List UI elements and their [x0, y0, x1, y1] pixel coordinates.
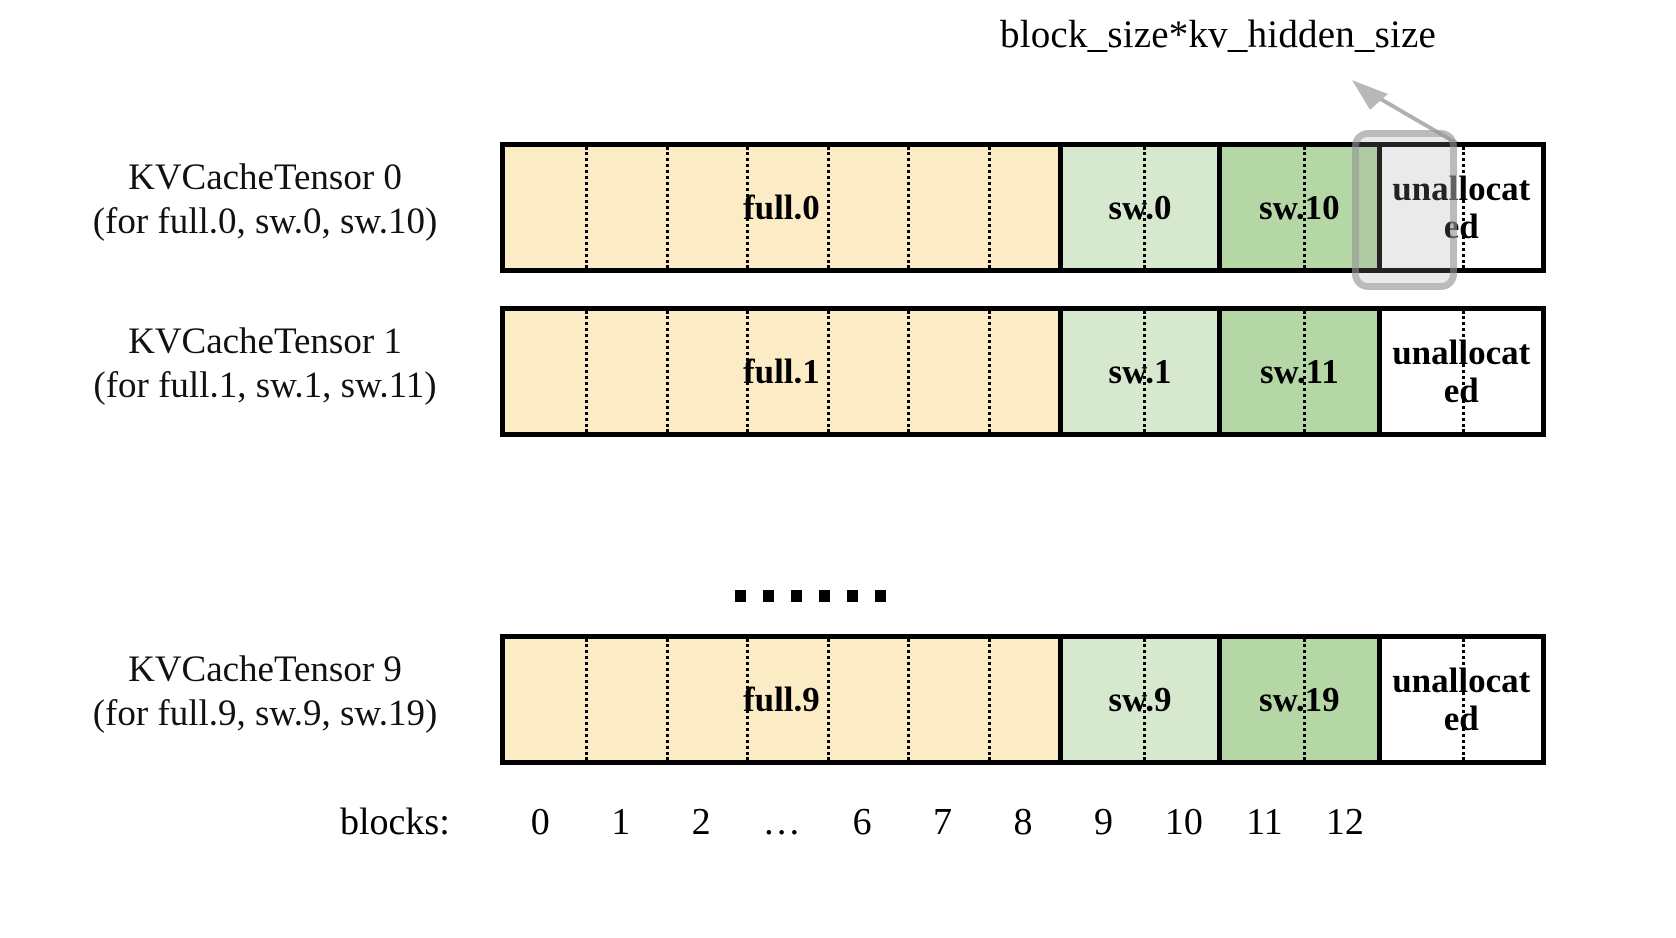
tensor-segment[interactable]: sw.11 [1222, 311, 1382, 432]
axis-tick: 10 [1164, 801, 1203, 843]
tensor-segment-label: sw.0 [1108, 187, 1172, 227]
tensor-row-label-line1: KVCacheTensor 0 [128, 157, 402, 198]
axis-tick: 7 [933, 801, 953, 843]
axis-tick: 12 [1325, 801, 1364, 843]
axis-tick: 0 [530, 801, 550, 843]
tensor-segment[interactable]: unallocated [1381, 311, 1541, 432]
tensor-segment[interactable]: full.1 [505, 311, 1063, 432]
tensor-row-label: KVCacheTensor 1(for full.1, sw.1, sw.11) [40, 320, 490, 407]
tensor-segment-label: full.1 [742, 351, 820, 391]
axis-tick: 9 [1093, 801, 1113, 843]
tensor-bar: full.1 sw.1 sw.11 unallocated [500, 306, 1546, 437]
rows-ellipsis [735, 590, 886, 602]
block-dividers [1382, 311, 1541, 432]
block-dividers [505, 147, 1058, 268]
block-dividers [1222, 639, 1376, 760]
block-dividers [505, 311, 1058, 432]
tensor-segment[interactable]: sw.9 [1062, 639, 1223, 760]
tensor-segment-label: sw.1 [1108, 351, 1172, 391]
tensor-bar: full.9 sw.9 sw.19 unallocated [500, 634, 1546, 765]
block-dividers [1222, 311, 1376, 432]
axis-tick: 11 [1246, 801, 1283, 843]
tensor-segment-label: sw.10 [1258, 187, 1340, 227]
tensor-row-label-line1: KVCacheTensor 1 [128, 321, 402, 362]
tensor-row-label-line1: KVCacheTensor 9 [128, 649, 402, 690]
tensor-segment[interactable]: full.0 [505, 147, 1063, 268]
axis-tick: 8 [1013, 801, 1033, 843]
axis-tick: … [762, 801, 801, 843]
highlight-callout-box [1352, 130, 1457, 290]
tensor-segment-label: full.9 [742, 679, 820, 719]
axis-tick: 1 [611, 801, 631, 843]
block-dividers [1063, 311, 1217, 432]
tensor-segment-label: unallocated [1392, 332, 1531, 410]
tensor-segment-label: sw.9 [1108, 679, 1172, 719]
tensor-segment-label: unallocated [1392, 660, 1531, 738]
block-dividers [1063, 147, 1217, 268]
tensor-row-label-line2: (for full.0, sw.0, sw.10) [92, 200, 438, 242]
tensor-segment-label: sw.11 [1259, 351, 1339, 391]
tensor-segment[interactable]: sw.0 [1062, 147, 1223, 268]
tensor-segment-label: sw.19 [1258, 679, 1340, 719]
block-dividers [1382, 639, 1541, 760]
axis-title: blocks: [340, 801, 450, 843]
block-dividers [1063, 639, 1217, 760]
tensor-segment[interactable]: full.9 [505, 639, 1063, 760]
tensor-segment[interactable]: sw.19 [1222, 639, 1382, 760]
tensor-segment[interactable]: sw.1 [1062, 311, 1223, 432]
tensor-row-label-line2: (for full.1, sw.1, sw.11) [93, 364, 437, 406]
axis-tick: 2 [691, 801, 711, 843]
tensor-segment-label: full.0 [742, 187, 820, 227]
axis-tick: 6 [852, 801, 872, 843]
block-dividers [505, 639, 1058, 760]
tensor-row-label: KVCacheTensor 0(for full.0, sw.0, sw.10) [40, 156, 490, 243]
callout-label: block_size*kv_hidden_size [1000, 13, 1437, 56]
tensor-row-label-line2: (for full.9, sw.9, sw.19) [92, 692, 438, 734]
tensor-row-label: KVCacheTensor 9(for full.9, sw.9, sw.19) [40, 648, 490, 735]
tensor-segment[interactable]: unallocated [1381, 639, 1541, 760]
